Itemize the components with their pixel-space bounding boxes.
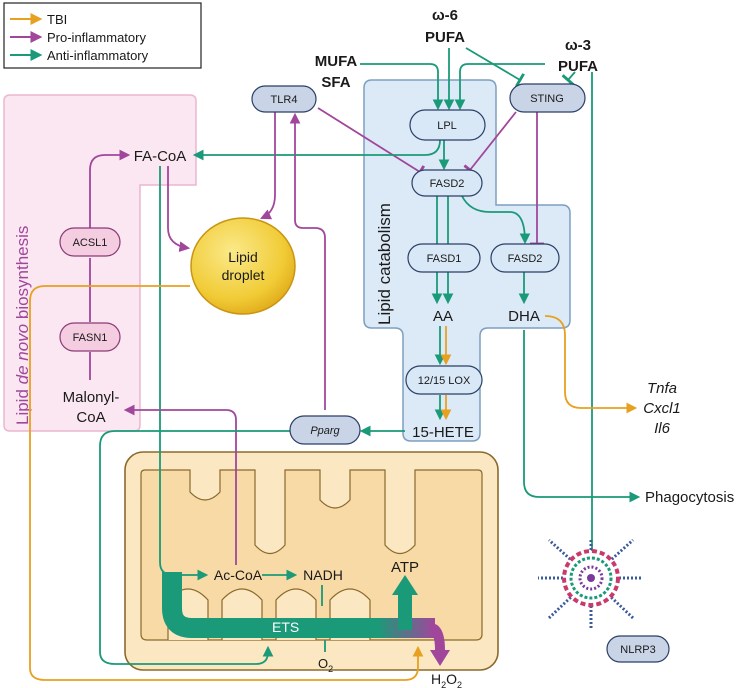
node-fasd1: FASD1	[407, 243, 481, 273]
acoa-label: Ac-CoA	[214, 567, 263, 583]
legend-tbi-label: TBI	[47, 12, 67, 27]
arrow-tlr4-fasd2	[317, 107, 426, 179]
svg-text:FASD2: FASD2	[508, 253, 543, 265]
omega6-line2: PUFA	[425, 29, 465, 46]
h2o2-label: H2O2	[431, 671, 462, 688]
omega6-line1: ω-6	[432, 7, 458, 24]
arrow-dha-cytokines	[544, 315, 638, 414]
arrow-mufa-lpl	[360, 63, 444, 111]
phagocytosis-label: Phagocytosis	[645, 489, 734, 506]
arrow-facoa-droplet	[167, 166, 191, 253]
il6-label: Il6	[654, 420, 671, 437]
arrow-fasd2-fasd2right	[461, 195, 531, 245]
lipid-droplet: Lipid droplet	[190, 217, 296, 315]
svg-text:STING: STING	[530, 93, 564, 105]
cxcl1-label: Cxcl1	[643, 400, 681, 417]
svg-text:LPL: LPL	[437, 120, 457, 132]
arrow-acsl1-facoa	[89, 149, 131, 228]
aa-label: AA	[433, 308, 453, 325]
facoa-label: FA-CoA	[134, 148, 187, 165]
svg-text:12/15 LOX: 12/15 LOX	[418, 375, 471, 387]
svg-text:TLR4: TLR4	[271, 94, 298, 106]
catabolism-title: Lipid catabolism	[375, 203, 394, 325]
arrow-omega3-lpl	[454, 63, 545, 111]
malonyl-label-2: CoA	[76, 409, 105, 426]
legend-anti-label: Anti-inflammatory	[47, 48, 149, 63]
legend-pro-label: Pro-inflammatory	[47, 30, 146, 45]
arrow-tlr4-droplet	[260, 112, 276, 220]
node-lox: 12/15 LOX	[405, 365, 483, 395]
arrow-pparg-tlr4	[289, 112, 326, 410]
arrow-facoa-acoa	[159, 166, 209, 581]
nadh-label: NADH	[303, 567, 343, 583]
ets-label: ETS	[272, 619, 299, 635]
svg-text:FASN1: FASN1	[73, 332, 108, 344]
arrows	[29, 47, 641, 681]
atp-label: ATP	[391, 559, 419, 576]
omega3-line2: PUFA	[558, 58, 598, 75]
mitochondrion: ETS	[124, 451, 499, 671]
node-fasd2-top: FASD2	[411, 169, 483, 197]
hete-label: 15-HETE	[412, 424, 474, 441]
arrow-sting-fasd2	[463, 111, 517, 176]
tnfa-label: Tnfa	[647, 380, 677, 397]
arrow-omega3-sting	[561, 71, 576, 86]
node-pparg: Pparg	[289, 415, 361, 445]
node-fasd2-right: FASD2	[490, 243, 560, 273]
node-fasn1: FASN1	[59, 322, 121, 352]
svg-text:FASD1: FASD1	[427, 253, 462, 265]
legend: TBI Pro-inflammatory Anti-inflammatory	[3, 2, 202, 69]
nlrp3-inflammasome: NLRP3	[538, 538, 670, 663]
svg-text:FASD2: FASD2	[430, 178, 465, 190]
arrow-lpl-facoa	[192, 139, 441, 161]
nlrp3-label: NLRP3	[620, 644, 655, 656]
mufa-label: MUFA	[315, 53, 358, 70]
svg-text:ACSL1: ACSL1	[73, 237, 108, 249]
node-acsl1: ACSL1	[59, 227, 121, 257]
malonyl-label-1: Malonyl-	[63, 389, 120, 406]
node-tlr4: TLR4	[251, 85, 317, 113]
o2-label: O2	[318, 656, 333, 674]
svg-text:Pparg: Pparg	[310, 425, 340, 437]
droplet-label-2: droplet	[222, 267, 265, 283]
arrow-pparg-ets	[99, 430, 292, 665]
node-lpl: LPL	[409, 109, 486, 141]
arrow-acoa-malonyl	[123, 404, 237, 565]
denovo-title: Lipid de novo biosynthesis	[13, 226, 32, 425]
dha-label: DHA	[508, 308, 540, 325]
denovo-panel: Lipid de novo biosynthesis	[3, 94, 197, 432]
droplet-label-1: Lipid	[228, 249, 258, 265]
sfa-label: SFA	[321, 74, 350, 91]
arrow-droplet-mito-tbi	[29, 285, 424, 681]
omega3-line1: ω-3	[565, 37, 591, 54]
arrow-dha-phago	[523, 330, 641, 503]
node-sting: STING	[509, 83, 586, 113]
